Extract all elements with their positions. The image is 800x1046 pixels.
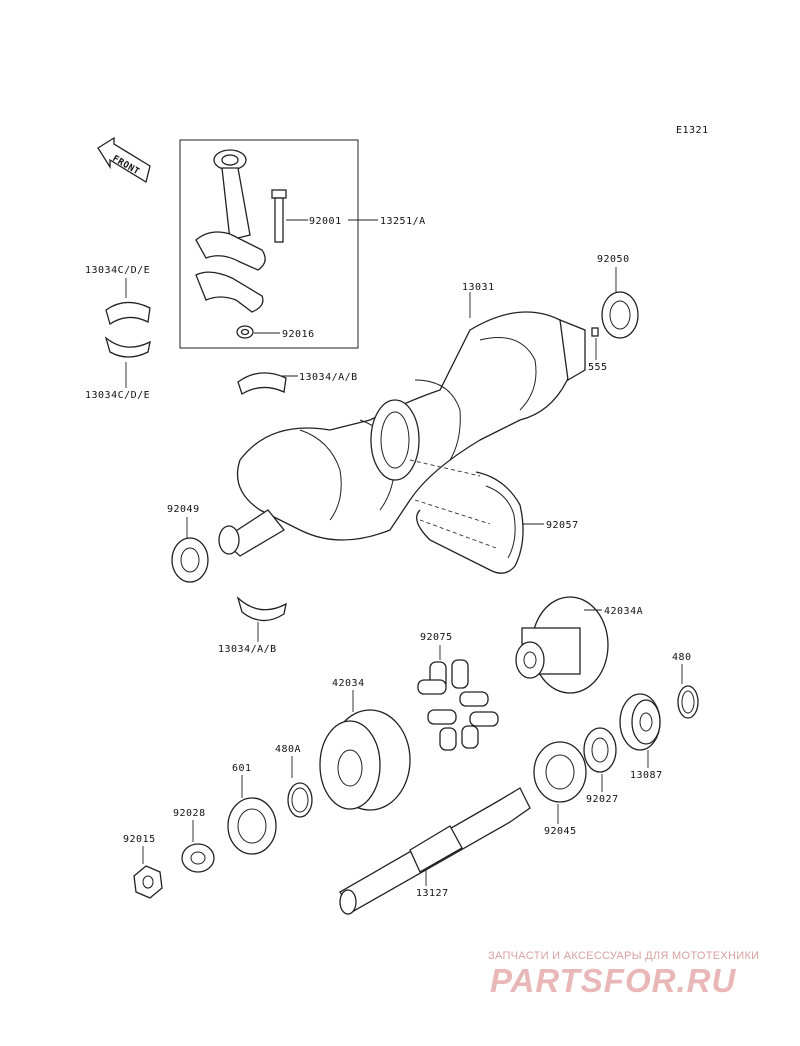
figure-code: E1321 — [676, 125, 709, 136]
watermark-tagline: ЗАПЧАСТИ И АКСЕССУАРЫ ДЛЯ МОТОТЕХНИКИ — [488, 950, 760, 962]
nut-92015: 92015 — [123, 834, 163, 899]
label-rod-bolt: 92001 — [309, 216, 342, 227]
label-collar: 92028 — [173, 808, 206, 819]
label-pin: 555 — [588, 362, 608, 373]
label-bearing-601: 601 — [232, 763, 252, 774]
label-shaft: 13127 — [416, 888, 449, 899]
label-rod-nut: 92016 — [282, 329, 315, 340]
label-chain: 92057 — [546, 520, 579, 531]
label-crankshaft: 13031 — [462, 282, 495, 293]
bearing-92045: 92045 — [533, 741, 587, 837]
rod-bearing-shells: 13034C/D/E 13034C/D/E — [85, 265, 151, 401]
pin — [591, 327, 599, 337]
label-collar-92027: 92027 — [586, 794, 619, 805]
circlip-480: 480 — [672, 652, 699, 719]
watermark-brand: PARTSFOR.RU — [490, 962, 737, 999]
bearing-shell-upper — [105, 301, 151, 326]
cam-chain: 92057 — [409, 459, 579, 574]
oil-seal-left: 92049 — [167, 504, 209, 583]
damper-rubbers: 92075 — [417, 632, 499, 751]
label-circlip-480: 480 — [672, 652, 692, 663]
label-oil-seal-left: 92049 — [167, 504, 200, 515]
front-direction-arrow: FRONT — [97, 136, 151, 184]
bearing-shell-lower — [104, 336, 151, 358]
sprocket-gear: 42034 — [319, 678, 411, 811]
label-nut: 92015 — [123, 834, 156, 845]
rod-nut — [236, 325, 254, 339]
connecting-rod-box — [179, 139, 359, 349]
label-rod-assy: 13251/A — [380, 216, 426, 227]
sprocket-holder: 42034A — [515, 596, 643, 694]
connecting-rod — [195, 149, 266, 271]
collar-92027: 92027 — [583, 727, 619, 805]
label-holder: 42034A — [604, 606, 643, 617]
crank-sprocket — [370, 399, 420, 481]
label-bearing-cde-bottom: 13034C/D/E — [85, 390, 150, 401]
rod-cap — [195, 271, 264, 313]
circlip-480a: 480A — [275, 744, 313, 818]
label-sprocket-gear: 42034 — [332, 678, 365, 689]
label-circlip-480a: 480A — [275, 744, 301, 755]
gear-13087: 13087 — [619, 693, 663, 781]
oil-seal-right: 92050 555 — [588, 254, 639, 373]
collar-92028: 92028 — [173, 808, 215, 873]
connecting-rod-group: 92001 13251/A 92016 — [179, 139, 426, 349]
label-damper: 92075 — [420, 632, 453, 643]
crankshaft: 13031 — [218, 282, 586, 557]
label-gear: 13087 — [630, 770, 663, 781]
label-bearing-92045: 92045 — [544, 826, 577, 837]
output-shaft: 13127 — [339, 787, 531, 915]
label-bearing-ab-top: 13034/A/B — [299, 372, 358, 383]
crank-right-end — [559, 318, 586, 382]
label-bearing-ab-bottom: 13034/A/B — [218, 644, 277, 655]
label-oil-seal-right: 92050 — [597, 254, 630, 265]
bearing-601: 601 — [227, 763, 277, 855]
rod-bolt — [271, 189, 287, 243]
main-bearing-lower: 13034/A/B — [218, 595, 287, 655]
main-bearing-upper: 13034/A/B — [237, 372, 358, 395]
label-bearing-cde-top: 13034C/D/E — [85, 265, 150, 276]
